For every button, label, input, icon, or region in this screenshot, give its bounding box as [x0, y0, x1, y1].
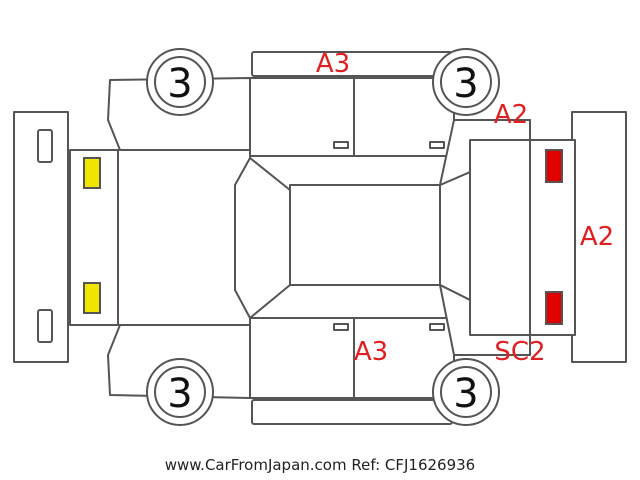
damage-code-rear-quarter-right: SC2	[494, 337, 545, 367]
wheel-grade-rear-right: 3	[453, 371, 478, 417]
wheel-rear-left: 3	[432, 48, 500, 116]
wheel-front-right: 3	[146, 358, 214, 426]
wheel-grade-front-left: 3	[167, 61, 192, 107]
yellow-marker-upper	[83, 157, 101, 189]
wheel-front-left: 3	[146, 48, 214, 116]
damage-code-rear-bumper: A2	[580, 222, 614, 252]
front-bumper	[13, 111, 69, 363]
wheel-rear-right: 3	[432, 358, 500, 426]
red-marker-lower	[545, 291, 563, 325]
damage-code-right-side: A3	[354, 337, 388, 367]
footer-reference: www.CarFromJapan.com Ref: CFJ1626936	[164, 456, 476, 474]
yellow-marker-lower	[83, 282, 101, 314]
wheel-grade-front-right: 3	[167, 371, 192, 417]
wheel-grade-rear-left: 3	[453, 61, 478, 107]
damage-code-left-side: A3	[316, 49, 350, 79]
red-marker-upper	[545, 149, 563, 183]
damage-code-rear-quarter-left: A2	[494, 100, 528, 130]
